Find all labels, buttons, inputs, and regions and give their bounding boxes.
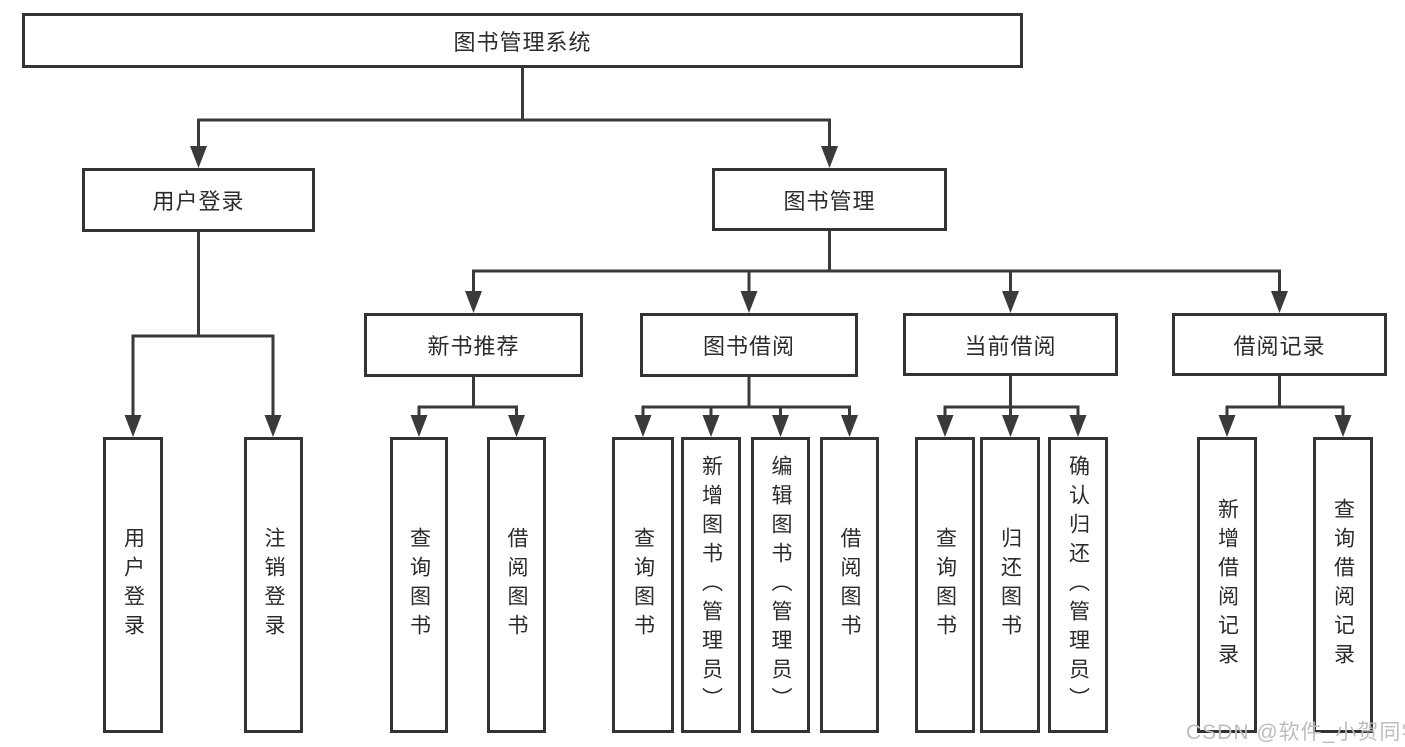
leaf-borrowing-edit-books-admin: 编辑图书（管理员） (751, 437, 810, 733)
leaf-borrowing-query-books: 查询图书 (612, 437, 674, 733)
arrowheads-recommend-leaves (410, 415, 525, 437)
node-label: 图书借阅 (702, 334, 795, 359)
leaf-records-query-borrow-record: 查询借阅记录 (1313, 437, 1373, 733)
leaf-recommend-borrow-books: 借阅图书 (487, 437, 546, 733)
arrowheads-current-leaves (936, 415, 1087, 437)
leaf-label: 查询图书 (407, 527, 431, 643)
leaf-logout: 注销登录 (244, 437, 303, 733)
leaf-label: 查询借阅记录 (1331, 498, 1355, 672)
node-new-book-recommendation: 新书推荐 (364, 313, 583, 377)
leaf-label: 新增借阅记录 (1215, 498, 1239, 672)
leaf-user-login: 用户登录 (103, 437, 163, 733)
node-user-login: 用户登录 (82, 168, 315, 232)
edges-records-to-leaves (1225, 374, 1345, 418)
leaf-borrowing-borrow-books: 借阅图书 (820, 437, 879, 733)
edges-userlogin-to-leaves (131, 231, 275, 417)
node-library-management-system: 图书管理系统 (22, 13, 1023, 68)
arrowheads-records-leaves (1218, 415, 1352, 437)
node-book-borrowing: 图书借阅 (640, 313, 858, 377)
leaf-current-query-books: 查询图书 (915, 437, 975, 733)
leaf-current-return-books: 归还图书 (980, 437, 1040, 733)
leaf-label: 新增图书（管理员） (699, 454, 723, 716)
node-current-borrowing: 当前借阅 (903, 313, 1118, 376)
node-book-management: 图书管理 (712, 168, 947, 231)
arrowheads-level2 (190, 146, 838, 168)
leaf-label: 注销登录 (262, 527, 285, 643)
leaf-label: 用户登录 (121, 527, 145, 643)
edges-recommend-to-leaves (417, 376, 518, 418)
node-label: 借阅记录 (1233, 333, 1326, 359)
leaf-current-confirm-return-admin: 确认归还（管理员） (1048, 437, 1108, 733)
node-label: 图书管理系统 (453, 29, 592, 55)
arrowheads-userlogin-leaves (124, 415, 282, 437)
node-borrowing-records: 借阅记录 (1172, 313, 1387, 376)
csdn-watermark: CSDN @软件_小贺同学 (1186, 721, 1405, 744)
leaf-label: 查询图书 (631, 527, 655, 643)
node-label: 新书推荐 (427, 334, 520, 359)
leaf-borrowing-add-books-admin: 新增图书（管理员） (681, 437, 741, 733)
arrowheads-level3 (465, 291, 1288, 313)
leaf-label: 编辑图书（管理员） (769, 454, 792, 716)
node-label: 图书管理 (783, 188, 876, 214)
leaf-recommend-query-books: 查询图书 (390, 437, 448, 733)
node-label: 用户登录 (152, 189, 245, 214)
edges-root-to-level2 (197, 67, 831, 148)
edges-current-to-leaves (943, 374, 1080, 418)
leaf-label: 借阅图书 (838, 527, 861, 643)
edges-bookborrow-to-leaves (641, 376, 851, 418)
leaf-label: 借阅图书 (505, 527, 528, 643)
arrowheads-bookborrow-leaves (634, 415, 858, 437)
leaf-label: 查询图书 (933, 527, 957, 643)
leaf-label: 归还图书 (998, 527, 1022, 643)
leaf-label: 确认归还（管理员） (1066, 454, 1090, 716)
node-label: 当前借阅 (964, 333, 1057, 359)
edges-bookmgmt-to-level3 (472, 230, 1281, 293)
leaf-records-add-borrow-record: 新增借阅记录 (1197, 437, 1257, 733)
